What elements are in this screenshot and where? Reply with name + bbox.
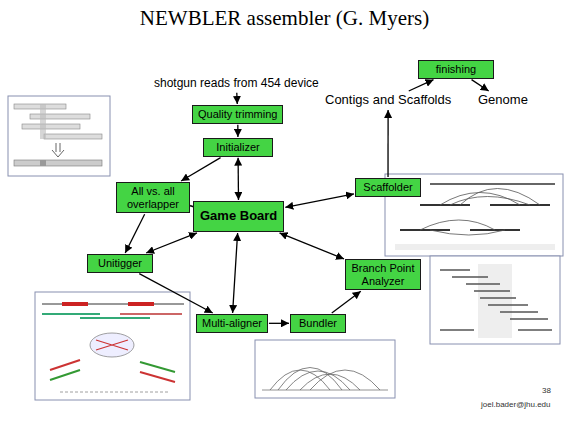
node-text: Unitigger <box>93 257 147 270</box>
flow-arrow <box>409 80 434 91</box>
text-node: shotgun reads from 454 device <box>152 76 321 92</box>
flow-arrow <box>237 125 238 137</box>
reads-illustration <box>8 96 110 176</box>
repeat-illustration <box>430 256 560 344</box>
flow-arrow <box>236 93 238 104</box>
process-box: Branch Point Analyzer <box>345 259 421 290</box>
bundle-illustration <box>255 340 395 398</box>
text-node: Contigs and Scaffolds <box>323 92 453 109</box>
process-box: Unitigger <box>87 254 153 273</box>
flow-arrow <box>269 323 289 324</box>
flow-arrow <box>233 233 238 313</box>
process-box: Bundler <box>290 314 346 333</box>
flow-arrow <box>237 158 239 200</box>
node-text: Multi-aligner <box>202 317 262 330</box>
flow-arrow <box>387 110 388 177</box>
slide-title: NEWBLER assembler (G. Myers) <box>0 6 569 31</box>
node-text: Contigs and Scaffolds <box>325 93 451 108</box>
flow-arrow <box>181 158 220 181</box>
flow-arrow <box>146 233 197 253</box>
flow-arrow <box>139 274 212 313</box>
node-text: All vs. all overlapper <box>122 185 184 210</box>
node-text: Genome <box>478 93 528 108</box>
process-box: Scaffolder <box>355 178 421 197</box>
node-text: Initializer <box>209 141 267 154</box>
process-box: All vs. all overlapper <box>116 182 190 213</box>
node-text: shotgun reads from 454 device <box>154 77 319 91</box>
flow-arrow <box>191 205 192 207</box>
author-email: joel.bader@jhu.edu <box>481 400 551 409</box>
flow-arrow <box>125 214 144 253</box>
flow-arrow <box>332 291 361 313</box>
node-text: Game Board <box>200 209 277 224</box>
flow-arrow <box>280 233 344 259</box>
unitig-illustration <box>35 292 190 400</box>
process-box: Quality trimming <box>192 105 283 124</box>
flow-arrow <box>472 80 489 91</box>
node-text: Branch Point Analyzer <box>351 262 415 287</box>
process-box: Multi-aligner <box>196 314 268 333</box>
text-node: Genome <box>476 92 530 109</box>
node-text: Bundler <box>296 317 340 330</box>
process-box: Initializer <box>203 138 273 157</box>
process-box: Game Board <box>193 201 284 232</box>
node-text: Quality trimming <box>198 108 277 121</box>
node-text: finishing <box>424 63 488 76</box>
slide-number: 38 <box>542 386 551 395</box>
process-box: finishing <box>418 60 494 79</box>
node-text: Scaffolder <box>361 181 415 194</box>
flow-arrow <box>285 194 354 207</box>
